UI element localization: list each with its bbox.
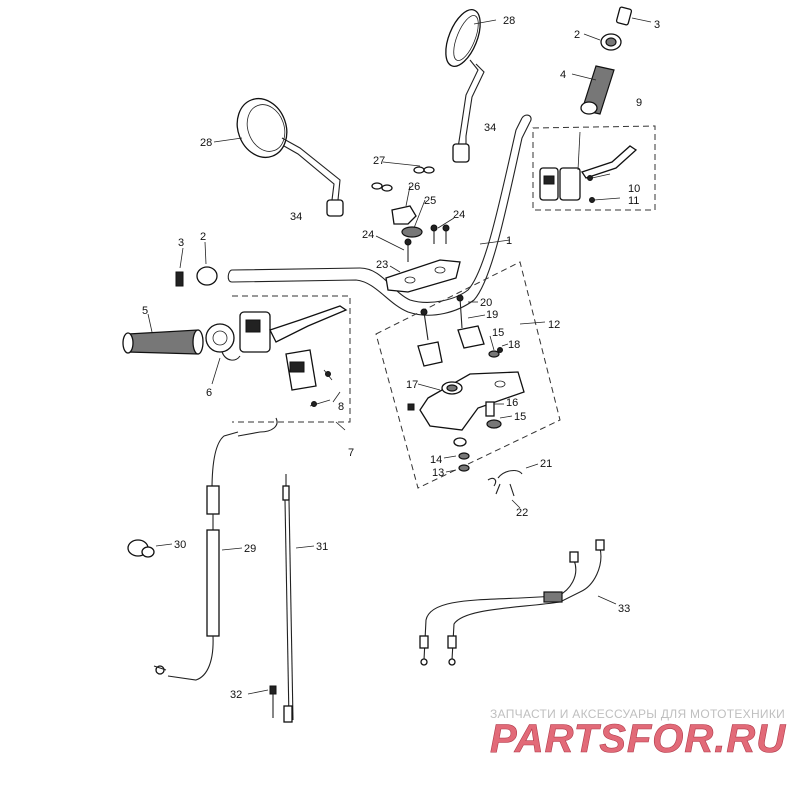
callout-28-left: 28 [200,137,212,149]
callout-34-left: 34 [290,211,302,223]
triple-clamp-assembly [375,261,561,489]
watermark-caption: ЗАПЧАСТИ И АКСЕССУАРЫ ДЛЯ МОТОТЕХНИКИ [490,707,785,721]
callout-16: 16 [506,397,518,409]
callout-13: 13 [432,467,444,479]
callout-6: 6 [206,387,212,399]
callout-8: 8 [338,401,344,413]
callout-24-left: 24 [362,229,374,241]
clips-21-22 [487,463,539,509]
callout-10: 10 [628,183,640,195]
callout-24-right: 24 [453,209,465,221]
callout-21: 21 [540,458,552,470]
callout-25: 25 [424,195,436,207]
callout-27: 27 [373,155,385,167]
callout-11: 11 [628,195,639,207]
callout-18: 18 [508,339,520,351]
callout-19: 19 [486,309,498,321]
callout-7: 7 [348,447,354,459]
callout-12: 12 [548,319,560,331]
callout-28-top: 28 [503,15,515,27]
callout-5: 5 [142,305,148,317]
callout-labels: 28 3 2 4 9 34 28 27 26 25 24 24 34 10 11… [142,15,660,701]
grip-left-parts [122,241,241,385]
mirror-left [213,97,344,217]
callout-2-right: 2 [574,29,580,41]
upper-clamp [371,161,461,293]
watermark-logo: PARTSFOR.RU [490,717,786,761]
watermark: ЗАПЧАСТИ И АКСЕССУАРЫ ДЛЯ МОТОТЕХНИКИ PA… [490,707,786,761]
grip-right-parts [571,6,652,115]
callout-4: 4 [560,69,566,81]
switch-box-right [532,125,656,211]
callout-3-left: 3 [178,237,184,249]
callout-32: 32 [230,689,242,701]
throttle-cables-33 [419,539,617,666]
bolt-32 [247,685,277,718]
callout-15-bottom: 15 [514,411,526,423]
callout-31: 31 [316,541,328,553]
callout-30: 30 [174,539,186,551]
callout-33: 33 [618,603,630,615]
callout-26: 26 [408,181,420,193]
callout-17: 17 [406,379,418,391]
callout-14: 14 [430,454,442,466]
switch-box-left [232,295,351,431]
cable-clamp-30 [127,539,173,558]
callout-22: 22 [516,507,528,519]
callout-29: 29 [244,543,256,555]
callout-20: 20 [480,297,492,309]
callout-2-left: 2 [200,231,206,243]
callout-15-top: 15 [492,327,504,339]
callout-34-top: 34 [484,122,496,134]
mirror-right [445,9,497,163]
callout-9: 9 [636,97,642,109]
callout-1: 1 [506,235,512,247]
cable-29 [153,417,278,681]
cable-31 [282,474,315,723]
callout-23: 23 [376,259,388,271]
callout-3-right: 3 [654,19,660,31]
